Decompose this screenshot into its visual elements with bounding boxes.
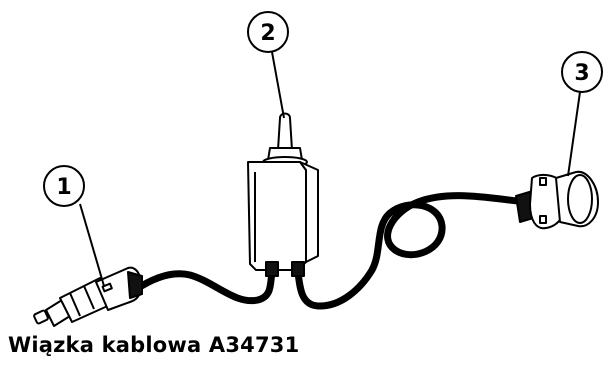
plug-ring	[69, 285, 95, 317]
switch-box-front	[247, 161, 307, 271]
plug-strain-relief	[127, 271, 143, 299]
lamp-socket	[515, 170, 599, 230]
cable-switch-to-socket	[294, 192, 530, 310]
plug-tip	[33, 309, 49, 325]
socket-face	[567, 174, 593, 224]
callout-3-circle	[561, 51, 603, 93]
switch-box-side	[299, 161, 319, 263]
callout-1: 1	[43, 165, 105, 287]
switch-cable-exit-left	[265, 261, 279, 277]
callout-1-leader	[79, 203, 105, 287]
switch-cable-exit-right	[291, 261, 305, 277]
socket-tab-top	[539, 177, 547, 186]
cable-plug-to-switch	[131, 268, 276, 305]
toggle-switch-box	[247, 112, 319, 277]
toggle-lever	[277, 112, 293, 151]
callout-1-circle	[43, 165, 85, 207]
callout-2: 2	[247, 11, 289, 119]
cigarette-lighter-plug	[33, 266, 143, 327]
callout-3: 3	[561, 51, 603, 177]
callout-2-leader	[271, 51, 285, 119]
plug-side-contact	[101, 282, 113, 293]
socket-tab-bottom	[539, 215, 547, 224]
diagram-caption: Wiązka kablowa A34731	[8, 333, 300, 357]
callout-3-leader	[567, 91, 581, 177]
cable-group	[131, 192, 530, 310]
callout-2-label: 2	[260, 21, 275, 46]
callout-1-label: 1	[56, 175, 71, 200]
callout-2-circle	[247, 11, 289, 53]
callout-3-label: 3	[574, 61, 589, 86]
